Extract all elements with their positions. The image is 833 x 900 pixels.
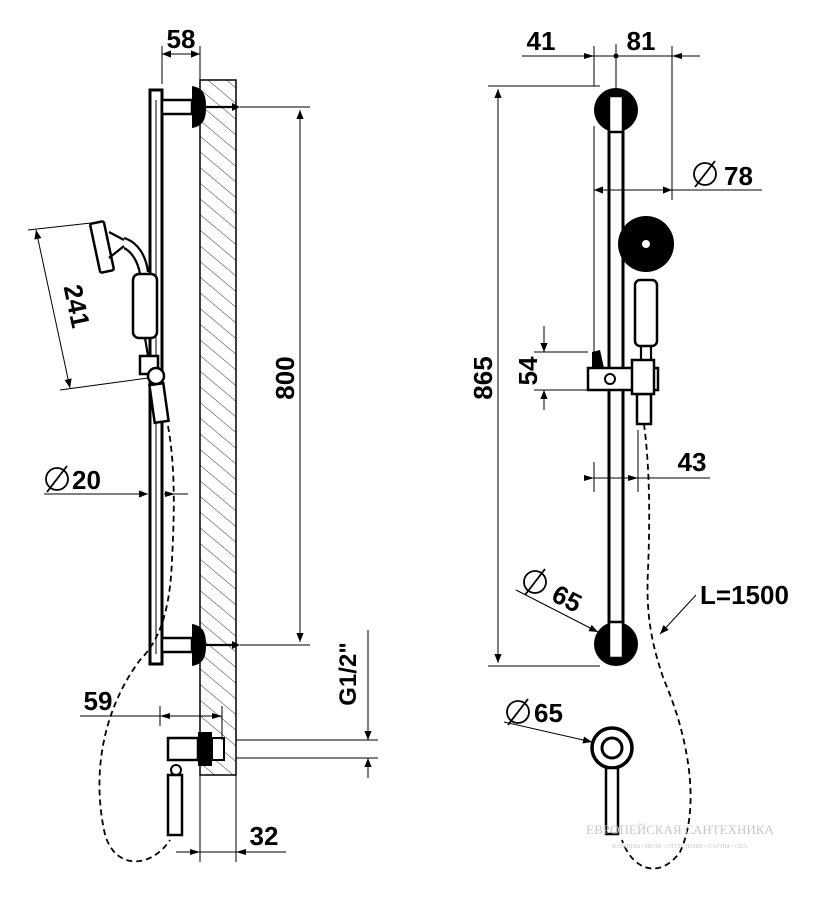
dim-54: 54 <box>513 356 543 385</box>
wall-outlet-side <box>166 732 225 837</box>
top-wall-bracket <box>160 86 240 128</box>
dim-65-outlet: 65 <box>534 698 563 728</box>
dim-81: 81 <box>627 26 656 56</box>
wall-outlet-front <box>590 726 634 836</box>
watermark-line1: ЕВРОПЕЙСКАЯ САНТЕХНИКА <box>586 822 774 837</box>
side-view: 58 241 800 20 59 32 <box>27 24 378 863</box>
front-view: 41 81 865 78 54 43 65 L=15 <box>468 26 789 870</box>
dim-800: 800 <box>270 356 300 399</box>
watermark: ЕВРОПЕЙСКАЯ САНТЕХНИКА КАМИНЫ • ПЕЧИ • О… <box>586 822 774 850</box>
dim-59: 59 <box>84 686 113 716</box>
hand-shower-front <box>618 216 674 426</box>
dim-65-bar: 65 <box>547 579 586 619</box>
watermark-line2: КАМИНЫ • ПЕЧИ • ОТОПЛЕНИЕ • САУНЫ • СПА <box>613 844 749 850</box>
dim-20: 20 <box>72 465 101 495</box>
hose-front <box>621 423 692 870</box>
dim-thread: G1/2" <box>335 642 362 705</box>
dim-241: 241 <box>58 282 96 331</box>
bottom-mount-front <box>594 620 638 666</box>
wall-section <box>199 79 237 776</box>
bottom-wall-bracket <box>160 624 240 666</box>
hose-side <box>98 425 175 863</box>
dim-41: 41 <box>527 26 556 56</box>
dim-43: 43 <box>678 447 707 477</box>
dim-32: 32 <box>250 821 279 851</box>
slider-holder-front <box>586 350 660 396</box>
hand-shower-side <box>89 220 170 425</box>
dim-78: 78 <box>724 161 753 191</box>
dim-58: 58 <box>167 24 196 54</box>
dim-865: 865 <box>468 356 498 399</box>
hose-length-label: L=1500 <box>700 580 789 610</box>
top-mount-front <box>594 88 638 134</box>
